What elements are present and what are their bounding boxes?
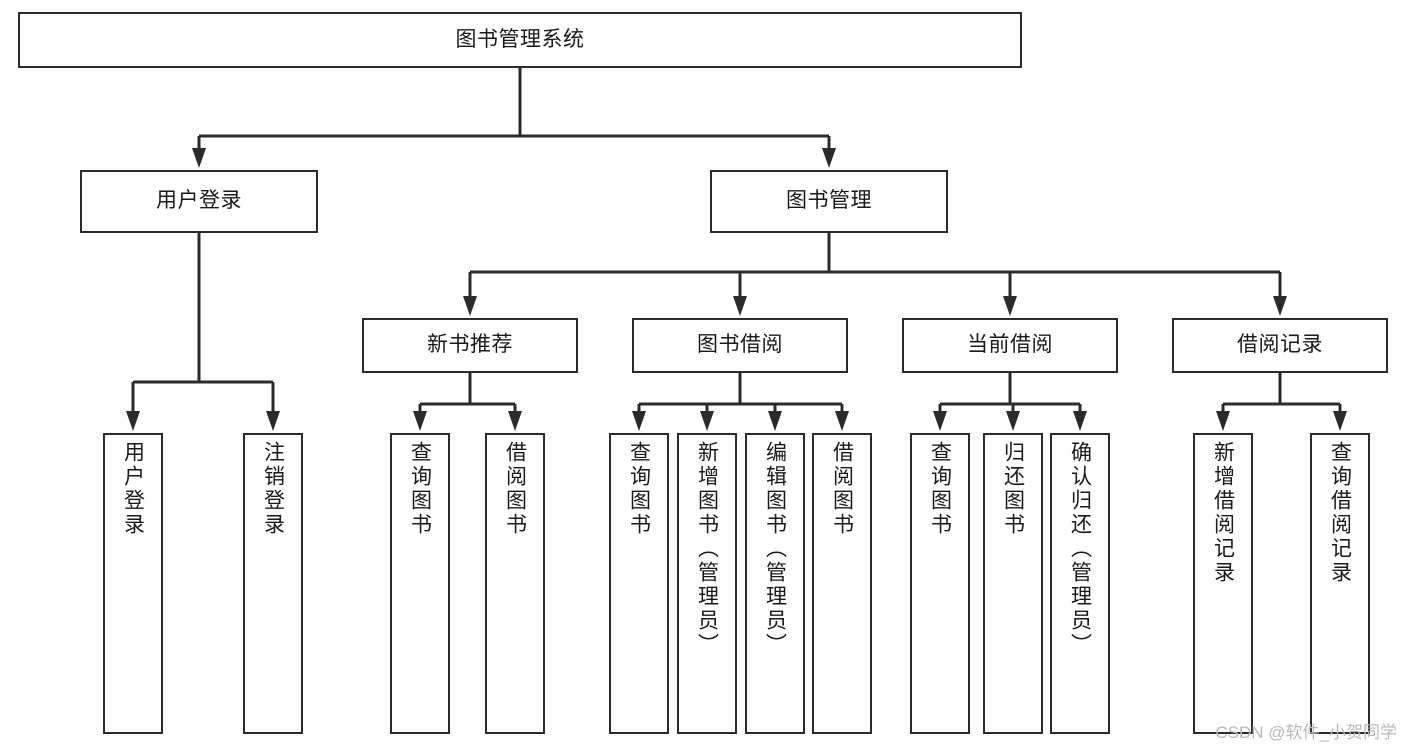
node-leaf-query-book-2[interactable]: 查询图书 (609, 433, 669, 734)
node-leaf-return-book[interactable]: 归还图书 (983, 433, 1043, 734)
node-label: 查询图书 (928, 441, 952, 537)
node-label: 借阅记录 (1237, 333, 1323, 357)
node-label: 确认归还（管理员） (1068, 441, 1092, 657)
node-leaf-edit-book[interactable]: 编辑图书（管理员） (745, 433, 805, 734)
node-label: 新增图书（管理员） (695, 441, 719, 657)
node-records[interactable]: 借阅记录 (1172, 318, 1388, 373)
node-label: 图书管理 (786, 189, 872, 213)
node-label: 图书管理系统 (455, 27, 585, 51)
node-label: 新书推荐 (427, 333, 513, 357)
node-label: 借阅图书 (503, 441, 527, 537)
node-leaf-query-record[interactable]: 查询借阅记录 (1310, 433, 1370, 734)
conn-root-children (192, 68, 836, 168)
conn-newbook-leaves (413, 373, 522, 431)
conn-current-leaves (933, 373, 1087, 431)
node-leaf-user-login[interactable]: 用户登录 (103, 433, 163, 734)
node-newbook[interactable]: 新书推荐 (362, 318, 578, 373)
node-leaf-user-logout[interactable]: 注销登录 (243, 433, 303, 734)
node-current[interactable]: 当前借阅 (902, 318, 1118, 373)
conn-records-leaves (1216, 373, 1347, 431)
node-label: 注销登录 (261, 441, 285, 537)
node-label: 用户登录 (156, 189, 242, 213)
node-bookmgmt[interactable]: 图书管理 (710, 170, 948, 233)
conn-borrow-leaves (632, 373, 849, 431)
node-borrow[interactable]: 图书借阅 (632, 318, 848, 373)
node-leaf-borrow-book-1[interactable]: 借阅图书 (485, 433, 545, 734)
node-login[interactable]: 用户登录 (80, 170, 318, 233)
node-root[interactable]: 图书管理系统 (18, 12, 1022, 68)
node-label: 查询图书 (408, 441, 432, 537)
node-leaf-add-record[interactable]: 新增借阅记录 (1193, 433, 1253, 734)
node-leaf-query-book-3[interactable]: 查询图书 (910, 433, 970, 734)
node-label: 借阅图书 (830, 441, 854, 537)
node-label: 归还图书 (1001, 441, 1025, 537)
node-label: 图书借阅 (697, 333, 783, 357)
node-leaf-query-book-1[interactable]: 查询图书 (390, 433, 450, 734)
node-label: 查询借阅记录 (1328, 441, 1352, 585)
node-label: 编辑图书（管理员） (763, 441, 787, 657)
node-label: 用户登录 (121, 441, 145, 537)
node-label: 查询图书 (627, 441, 651, 537)
node-leaf-add-book[interactable]: 新增图书（管理员） (677, 433, 737, 734)
conn-bookmgmt-children (463, 233, 1287, 316)
node-leaf-confirm-return[interactable]: 确认归还（管理员） (1050, 433, 1110, 734)
node-label: 当前借阅 (967, 333, 1053, 357)
node-leaf-borrow-book-2[interactable]: 借阅图书 (812, 433, 872, 734)
conn-login-leaves (126, 233, 280, 431)
node-label: 新增借阅记录 (1211, 441, 1235, 585)
